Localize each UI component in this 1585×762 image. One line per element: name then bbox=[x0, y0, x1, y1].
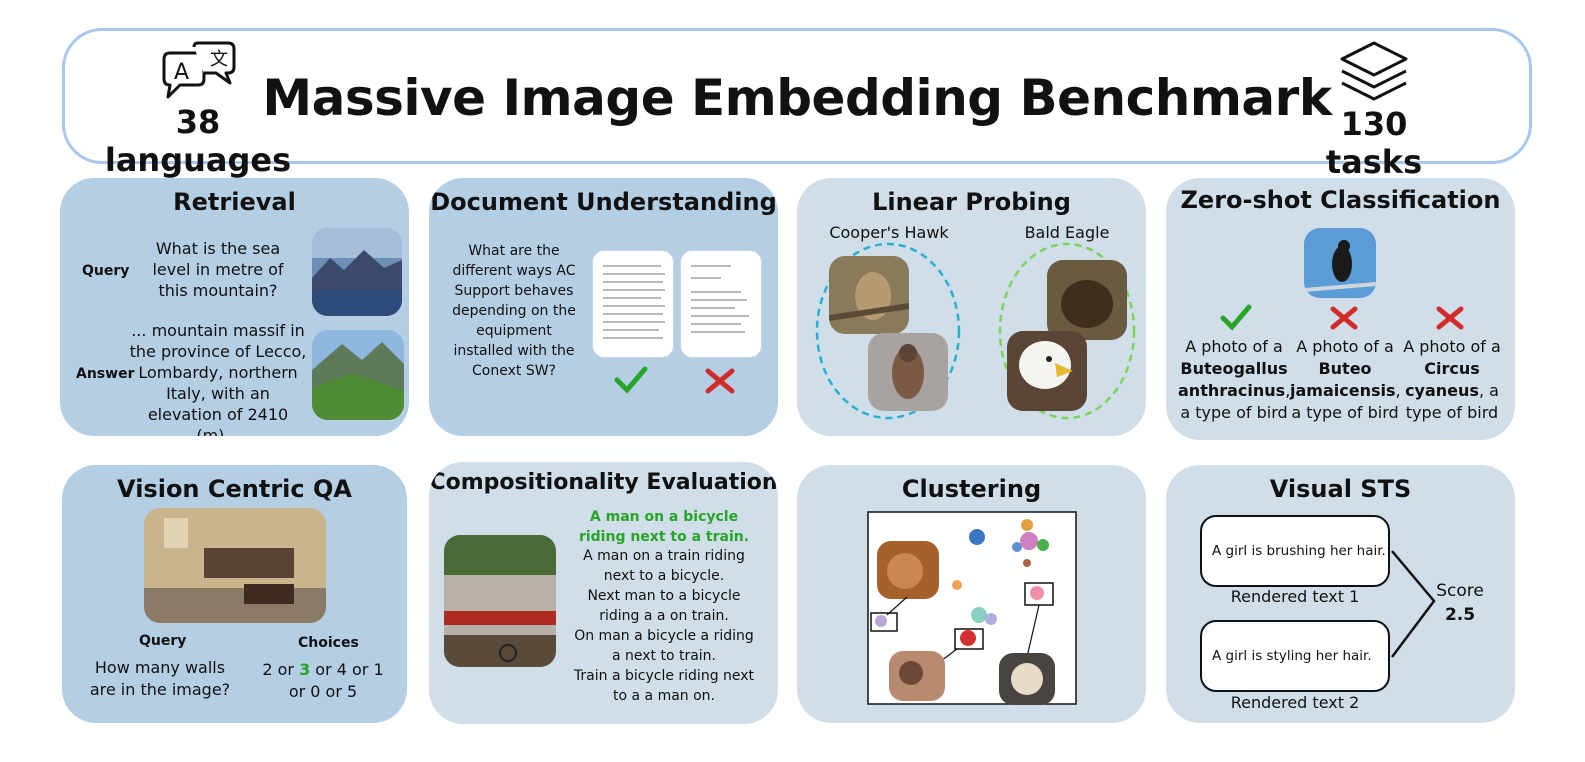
cross-icon bbox=[1436, 306, 1464, 335]
score-label: Score bbox=[1436, 581, 1484, 601]
mountain-lake-image bbox=[312, 228, 402, 316]
query-text: What is the sea level in metre of this m… bbox=[152, 239, 284, 300]
document-question: What are the different ways AC Support b… bbox=[452, 243, 576, 379]
zero-shot-option-3: A photo of a Circus cyaneus, a type of b… bbox=[1403, 337, 1501, 422]
tasks-stat: 130 tasks bbox=[1289, 39, 1459, 181]
compositionality-title: Compositionality Evaluation bbox=[429, 470, 778, 495]
query-label: Query bbox=[82, 263, 130, 279]
incorrect-document-page bbox=[680, 250, 762, 358]
rendered-text-1-image: A girl is brushing her hair. bbox=[1200, 515, 1390, 587]
tasks-count: 130 tasks bbox=[1325, 105, 1423, 181]
languages-count: 38 languages bbox=[104, 103, 292, 179]
distractor-caption-4: Train a bicycle riding next to a a man o… bbox=[573, 668, 755, 704]
svg-text:文: 文 bbox=[210, 49, 228, 70]
bird-query-image bbox=[1304, 228, 1376, 298]
train-bicycle-image bbox=[444, 535, 556, 667]
check-icon bbox=[614, 366, 648, 399]
zero-shot-title: Zero-shot Classification bbox=[1180, 186, 1501, 214]
linear-probing-title: Linear Probing bbox=[872, 188, 1071, 216]
vcqa-question: How many walls are in the image? bbox=[89, 658, 231, 699]
score-bracket bbox=[1391, 550, 1436, 658]
class-b-label: Bald Eagle bbox=[1024, 223, 1110, 242]
rendered-text-1-label: Rendered text 1 bbox=[1230, 587, 1360, 606]
clustering-card: Clustering bbox=[797, 465, 1146, 723]
query-label: Query bbox=[139, 633, 187, 649]
answer-text: ... mountain massif in the province of L… bbox=[129, 321, 307, 436]
living-room-image bbox=[144, 508, 326, 623]
linear-probing-card: Linear Probing Cooper's Hawk Bald Eagle bbox=[797, 178, 1146, 436]
score-value: 2.5 bbox=[1444, 605, 1476, 625]
cross-icon bbox=[1330, 306, 1358, 335]
clustering-title: Clustering bbox=[901, 475, 1042, 503]
vcqa-choices: 2 or 3 or 4 or 1 or 0 or 5 bbox=[262, 660, 384, 701]
hawk-image-2 bbox=[868, 333, 948, 411]
correct-choice: 3 bbox=[299, 660, 311, 679]
svg-text:A: A bbox=[174, 60, 189, 85]
cross-icon bbox=[705, 368, 735, 399]
distractor-caption-3: On man a bicycle a riding a next to trai… bbox=[574, 628, 754, 664]
zero-shot-card: Zero-shot Classification A photo of a Bu… bbox=[1166, 178, 1515, 440]
layers-icon bbox=[1336, 39, 1412, 105]
rendered-text-2-label: Rendered text 2 bbox=[1230, 693, 1360, 712]
check-icon bbox=[1220, 304, 1252, 337]
languages-stat: A 文 38 languages bbox=[93, 41, 303, 179]
cluster-ellipses bbox=[815, 242, 1136, 420]
eagle-image-2 bbox=[1007, 331, 1087, 411]
document-understanding-title: Document Understanding bbox=[430, 188, 777, 216]
document-understanding-card: Document Understanding What are the diff… bbox=[429, 178, 778, 436]
zero-shot-option-2: A photo of a Buteo jamaicensis, a type o… bbox=[1290, 337, 1401, 422]
hawk-image-1 bbox=[829, 256, 909, 334]
translate-chat-icon: A 文 bbox=[158, 41, 238, 103]
cluster-scatter-plot bbox=[867, 511, 1077, 705]
correct-caption: A man on a bicycle riding next to a trai… bbox=[578, 509, 750, 545]
retrieval-title: Retrieval bbox=[173, 188, 296, 216]
mountain-meadow-image bbox=[312, 330, 404, 420]
choices-label: Choices bbox=[298, 635, 359, 651]
visual-sts-card: Visual STS A girl is brushing her hair. … bbox=[1166, 465, 1515, 723]
benchmark-header: A 文 38 languages Massive Image Embedding… bbox=[62, 28, 1532, 181]
vision-centric-qa-card: Vision Centric QA Query Choices How many… bbox=[62, 465, 407, 723]
eagle-image-1 bbox=[1047, 260, 1127, 340]
retrieval-card: Retrieval Query What is the sea level in… bbox=[60, 178, 409, 436]
correct-document-page bbox=[592, 250, 674, 358]
vision-centric-qa-title: Vision Centric QA bbox=[117, 475, 352, 503]
rendered-text-2-image: A girl is styling her hair. bbox=[1200, 620, 1390, 692]
class-a-label: Cooper's Hawk bbox=[829, 223, 949, 242]
zero-shot-option-1: A photo of a Buteogallus anthracinus, a … bbox=[1178, 337, 1291, 422]
answer-label: Answer bbox=[76, 366, 135, 382]
page-title: Massive Image Embedding Benchmark bbox=[262, 69, 1332, 127]
compositionality-card: Compositionality Evaluation A man on a b… bbox=[429, 462, 778, 724]
visual-sts-title: Visual STS bbox=[1269, 475, 1412, 503]
distractor-caption-2: Next man to a bicycle riding a a on trai… bbox=[587, 588, 741, 624]
distractor-caption-1: A man on a train riding next to a bicycl… bbox=[583, 548, 745, 584]
